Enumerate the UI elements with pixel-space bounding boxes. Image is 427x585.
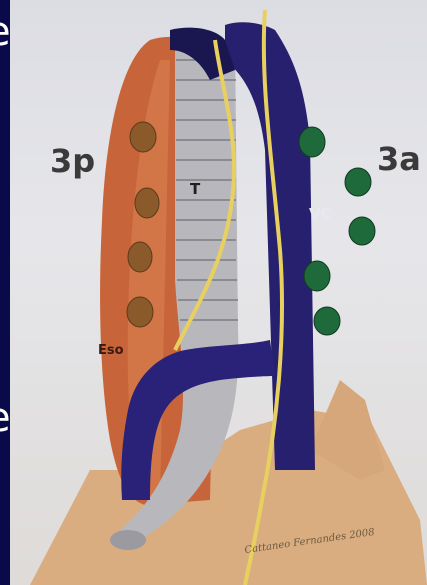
label-vena-cava: VC <box>309 205 332 223</box>
label-station-3p: 3p <box>50 142 95 180</box>
label-esophagus: Eso <box>98 343 124 358</box>
label-station-3a: 3a <box>377 140 421 178</box>
label-trachea: T <box>190 180 200 198</box>
vena-cava <box>225 22 315 470</box>
trachea-end <box>110 530 146 550</box>
anatomical-illustration: 3p 3a T VC Eso Cattaneo Fernandes 2008 <box>10 0 427 585</box>
illustration-drawing <box>10 0 427 585</box>
